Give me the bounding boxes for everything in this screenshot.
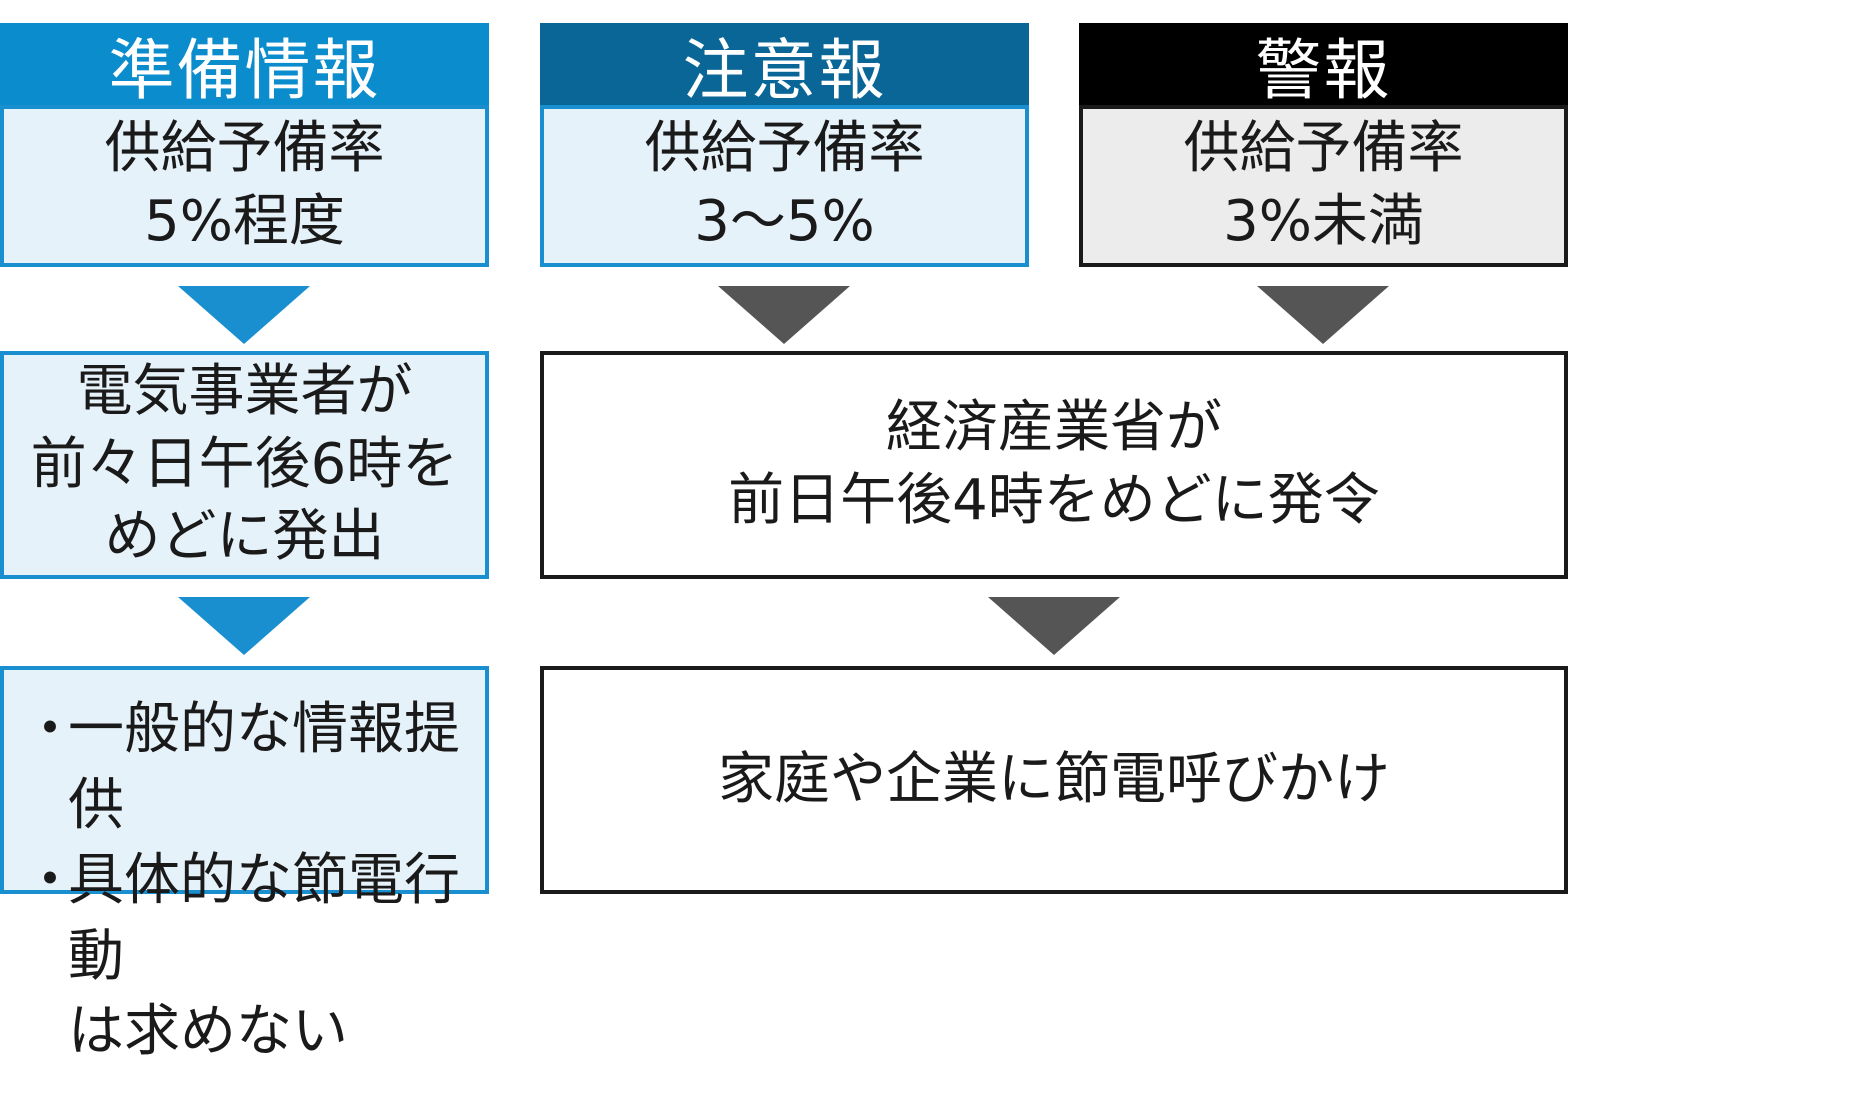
prep-condition-box: 供給予備率 5%程度 — [0, 105, 489, 267]
bullet-item-general-info: ・ 一般的な情報提供 — [22, 692, 485, 843]
meti-action-box: 家庭や企業に節電呼びかけ — [540, 666, 1568, 894]
warning-header: 警報 — [1079, 23, 1568, 109]
bullet-text: 具体的な節電行動 — [68, 848, 460, 989]
warning-down-arrow — [1257, 286, 1389, 344]
prep-info-header: 準備情報 — [0, 23, 489, 109]
advisory-header: 注意報 — [540, 23, 1029, 109]
meti-issuance-line-1: 経済産業省が — [886, 395, 1222, 461]
advisory-condition-line-1: 供給予備率 — [644, 116, 925, 182]
prep-issuance-line-3: めどに発出 — [104, 504, 385, 570]
prep-down-arrow-2 — [178, 597, 310, 655]
prep-action-box: ・ 一般的な情報提供 ・ 具体的な節電行動 は求めない — [0, 666, 489, 1064]
warning-condition-line-2: 3%未満 — [1223, 189, 1424, 254]
warning-condition-line-1: 供給予備率 — [1183, 116, 1464, 182]
meti-action-text: 家庭や企業に節電呼びかけ — [718, 746, 1390, 812]
meti-issuance-line-2: 前日午後4時をめどに発令 — [728, 468, 1380, 533]
bullet-dot: ・ — [22, 848, 78, 914]
warning-condition-box: 供給予備率 3%未満 — [1079, 105, 1568, 267]
bullet-continuation: は求めない — [22, 994, 485, 1070]
bullet-text: は求めない — [68, 999, 348, 1065]
prep-issuance-line-2: 前々日午後6時を — [30, 431, 459, 497]
bullet-item-no-specific-action: ・ 具体的な節電行動 — [22, 843, 485, 994]
meti-down-arrow — [988, 597, 1120, 655]
prep-down-arrow-1 — [178, 286, 310, 344]
advisory-condition-line-2: 3〜5% — [694, 189, 875, 254]
prep-issuance-line-1: 電気事業者が — [76, 358, 413, 424]
meti-issuance-box: 経済産業省が 前日午後4時をめどに発令 — [540, 351, 1568, 579]
bullet-dot: ・ — [22, 697, 78, 762]
prep-condition-line-1: 供給予備率 — [104, 116, 385, 182]
advisory-down-arrow — [718, 286, 850, 344]
advisory-condition-box: 供給予備率 3〜5% — [540, 105, 1029, 267]
prep-condition-line-2: 5%程度 — [144, 189, 345, 254]
prep-issuance-box: 電気事業者が 前々日午後6時を めどに発出 — [0, 351, 489, 579]
bullet-text: 一般的な情報提供 — [68, 697, 460, 838]
